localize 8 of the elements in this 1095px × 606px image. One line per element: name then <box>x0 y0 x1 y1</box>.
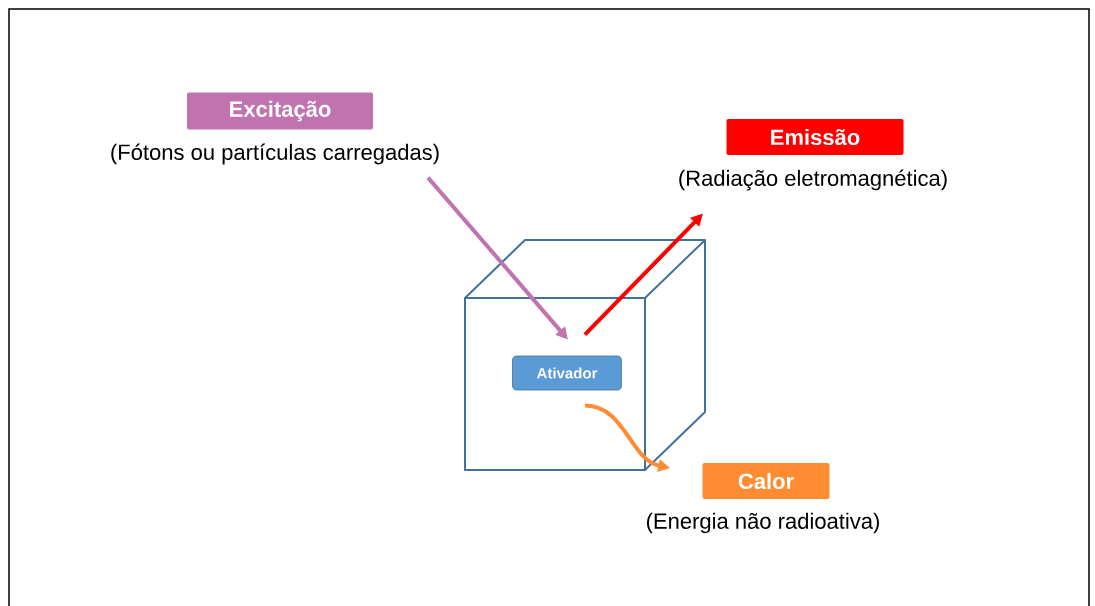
description-text: (Energia não radioativa) <box>646 512 879 534</box>
label-box: Calor <box>702 463 830 499</box>
label-box: Excitação <box>187 92 373 130</box>
cube-drawing <box>464 239 706 471</box>
description-text: (Fótons ou partículas carregadas) <box>111 143 439 165</box>
description-text: (Radiação eletromagnética) <box>679 169 947 191</box>
label-box: Emissão <box>726 119 904 155</box>
activator-box: Ativador <box>512 355 622 391</box>
